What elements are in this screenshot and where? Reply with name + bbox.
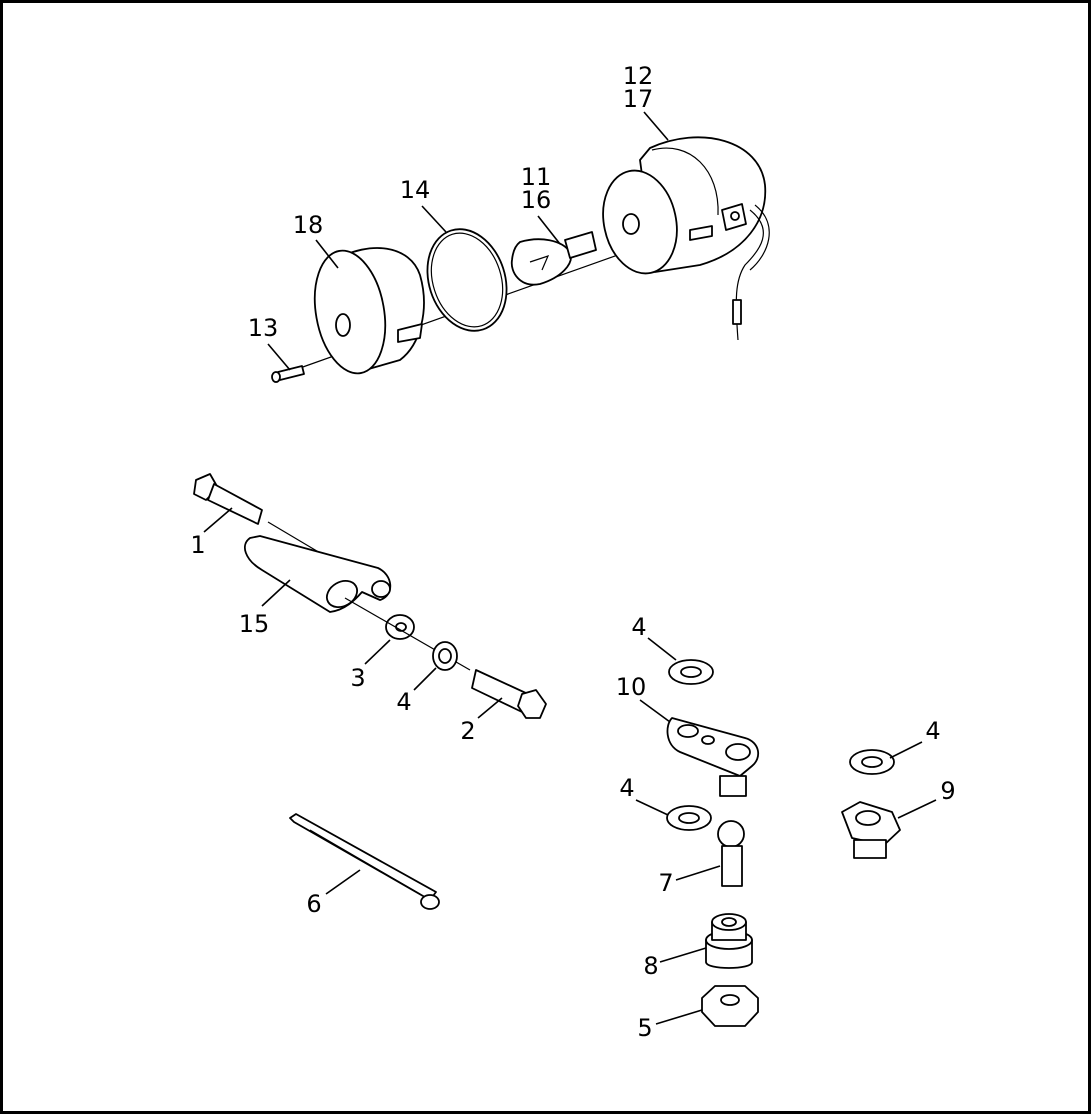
callout-17: 17	[623, 85, 654, 113]
callout-14: 14	[400, 176, 431, 204]
callout-7: 7	[658, 869, 673, 897]
callout-16: 16	[521, 186, 552, 214]
callout-4-right: 4	[925, 717, 940, 745]
exploded-view-drawing: 12 17 11 16 14 18 13 1 15 3 4 2 4 10 4 4…	[190, 62, 955, 1042]
callout-8: 8	[643, 952, 658, 980]
adapter	[841, 801, 901, 859]
flat-washer	[385, 614, 415, 640]
bulb	[510, 231, 597, 286]
lens-screw	[271, 365, 305, 383]
callout-13: 13	[248, 314, 279, 342]
gasket-ring	[426, 228, 508, 332]
callout-12: 12	[623, 62, 654, 90]
callout-4-middle: 4	[619, 774, 634, 802]
callout-15: 15	[239, 610, 270, 638]
callout-6: 6	[306, 890, 321, 918]
mount-bolt-long	[193, 473, 333, 561]
mount-bracket	[666, 717, 760, 797]
callout-1: 1	[190, 531, 205, 559]
cable-tie	[289, 813, 440, 910]
leader-lines	[203, 111, 937, 1025]
lockwasher-top	[668, 659, 714, 685]
callout-labels: 12 17 11 16 14 18 13 1 15 3 4 2 4 10 4 4…	[190, 62, 955, 1042]
lockwasher-right	[849, 749, 895, 775]
callout-5: 5	[637, 1014, 652, 1042]
mount-arm	[244, 535, 392, 613]
mount-bolt-short	[471, 669, 547, 719]
lockwasher-arm	[432, 641, 458, 671]
callout-10: 10	[616, 673, 647, 701]
ball-stud	[717, 820, 745, 887]
callout-2: 2	[460, 717, 475, 745]
hex-nut	[701, 985, 759, 1027]
callout-3: 3	[350, 664, 365, 692]
callout-4-arm: 4	[396, 688, 411, 716]
callout-18: 18	[293, 211, 324, 239]
signal-housing	[602, 136, 770, 341]
callout-11: 11	[521, 163, 552, 191]
lockwasher-middle	[666, 805, 712, 831]
callout-9: 9	[940, 777, 955, 805]
sleeve-nut	[705, 913, 753, 969]
lens	[313, 247, 425, 375]
callout-4-top: 4	[631, 613, 646, 641]
